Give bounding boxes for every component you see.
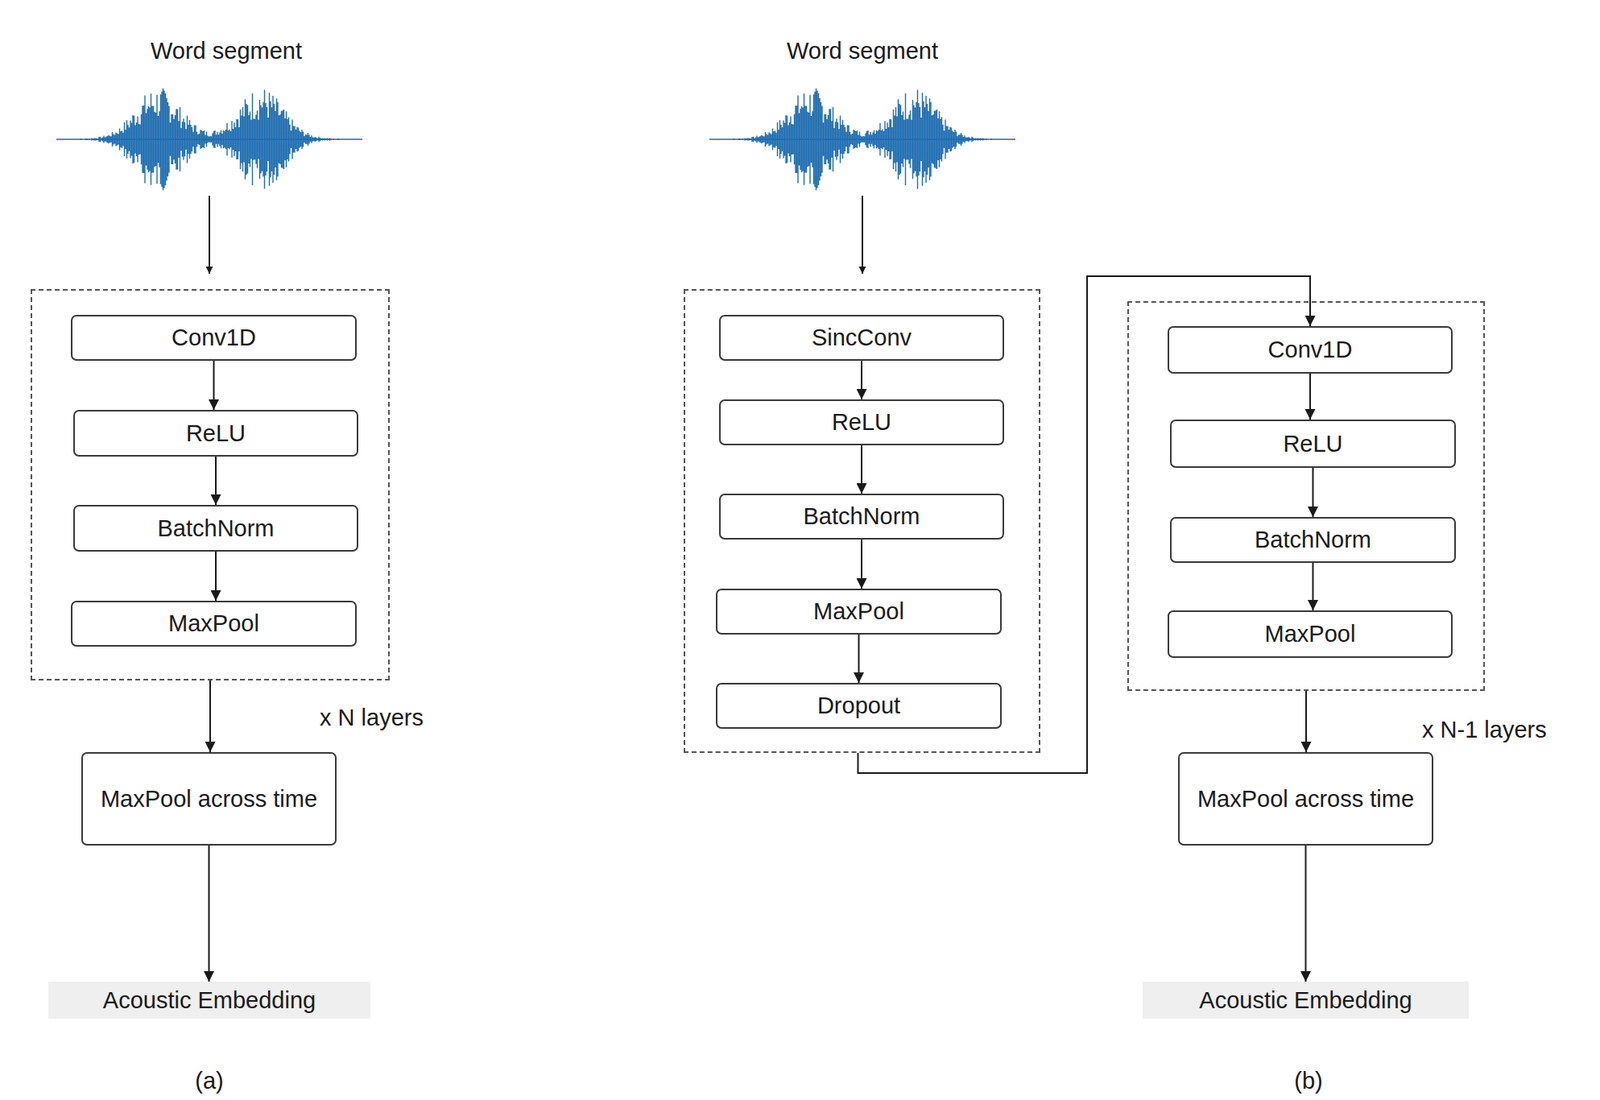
process-box: MaxPool — [70, 600, 357, 647]
box-label: Conv1D — [171, 320, 257, 355]
process-box: Conv1D — [70, 314, 357, 361]
flow-arrow — [214, 551, 217, 601]
process-box: ReLU — [73, 409, 359, 457]
box-label: BatchNorm — [1254, 522, 1372, 557]
box-label: Conv1D — [1268, 332, 1353, 367]
layer-group: x N-1 layersConv1DReLUBatchNormMaxPool — [1127, 301, 1485, 691]
output-label-box: Acoustic Embedding — [1142, 981, 1469, 1019]
input-label: Word segment — [786, 37, 939, 65]
layer-group: SincConvReLU BatchNormMaxPoolDropout — [683, 289, 1041, 753]
input-arrow — [861, 195, 864, 274]
waveform — [709, 88, 1016, 191]
panel-label: (b) — [1294, 1067, 1323, 1095]
box-label: MaxPool across time — [1197, 781, 1414, 816]
box-label: MaxPool across time — [100, 781, 318, 816]
process-box: BatchNorm — [73, 504, 359, 552]
box-label: MaxPool — [168, 606, 260, 641]
flow-arrow — [860, 539, 863, 589]
panel-label: (a) — [194, 1067, 224, 1095]
flow-arrow — [860, 360, 863, 400]
process-box: MaxPool across time — [1178, 752, 1434, 846]
flow-arrow — [1305, 845, 1307, 982]
layer-group: x N layersConv1DReLUBatchNormMaxPool — [30, 289, 390, 681]
box-label: Acoustic Embedding — [1198, 987, 1412, 1014]
box-label: MaxPool — [813, 594, 905, 629]
process-box: MaxPool — [1167, 610, 1453, 658]
flow-arrow — [213, 360, 215, 410]
box-label: BatchNorm — [157, 511, 274, 546]
box-label: Dropout — [817, 688, 901, 723]
output-label-box: Acoustic Embedding — [48, 981, 371, 1019]
flow-arrow — [1305, 690, 1307, 753]
box-label: BatchNorm — [802, 499, 920, 534]
box-label: ReLU — [831, 405, 892, 439]
process-box: Dropout — [715, 682, 1002, 729]
box-label: Acoustic Embedding — [103, 987, 316, 1014]
process-box: ReLU — [1170, 419, 1456, 468]
flow-arrow — [1312, 562, 1315, 611]
flow-arrow — [209, 680, 211, 753]
repeat-count: x N-1 layers — [1422, 716, 1547, 743]
process-box: Conv1D — [1167, 326, 1453, 374]
flow-arrow — [1309, 373, 1311, 420]
waveform — [56, 88, 363, 191]
box-label: SincConv — [811, 320, 912, 355]
flow-arrow — [1312, 467, 1315, 517]
input-arrow — [208, 195, 211, 274]
process-box: SincConv — [719, 314, 1005, 361]
repeat-count: x N layers — [319, 704, 424, 731]
box-label: ReLU — [1282, 426, 1343, 461]
process-box: MaxPool across time — [81, 752, 337, 846]
box-label: MaxPool — [1265, 616, 1357, 651]
process-box: MaxPool — [715, 588, 1002, 635]
process-box: ReLU — [719, 399, 1005, 446]
box-label: ReLU — [186, 416, 246, 451]
flow-arrow — [860, 445, 863, 494]
process-box: BatchNorm — [1170, 516, 1456, 563]
flow-arrow — [858, 634, 860, 683]
flow-arrow — [214, 456, 217, 505]
process-box: BatchNorm — [719, 493, 1005, 540]
input-label: Word segment — [150, 37, 302, 65]
flow-arrow — [208, 845, 211, 982]
